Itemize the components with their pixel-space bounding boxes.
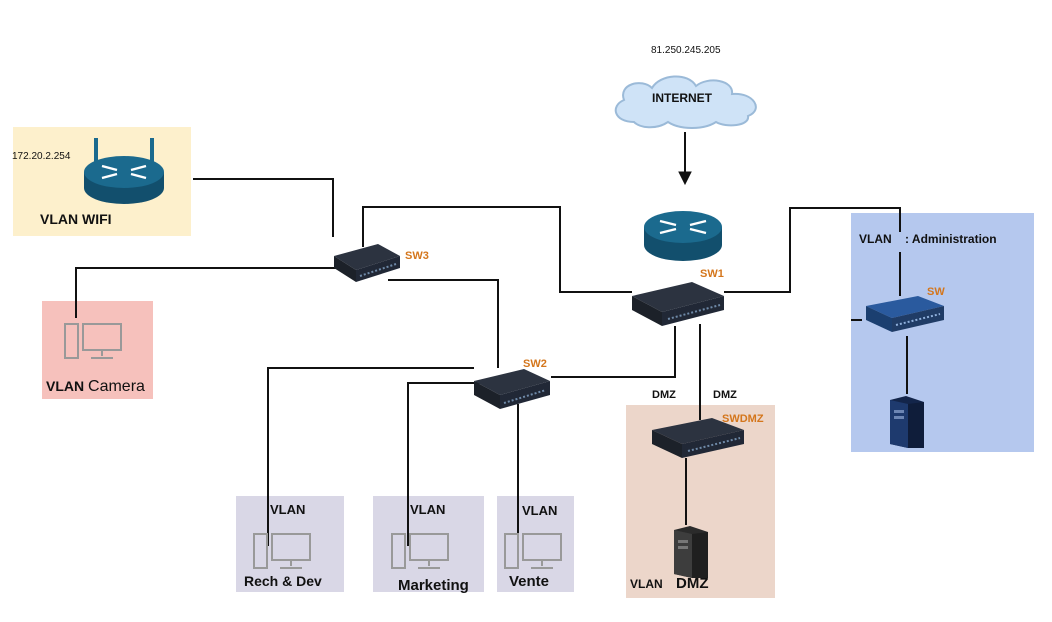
internet-cloud-icon (614, 75, 757, 129)
camera-vlan-label: VLAN Camera (46, 378, 145, 395)
sw1-label: SW1 (700, 268, 724, 280)
rech-dev-name: Rech & Dev (244, 573, 322, 589)
sw-admin-label: SW (927, 286, 945, 298)
link-sw1-admin (724, 207, 901, 293)
computer-marketing-icon (391, 533, 449, 569)
link-sw3-sw1 (362, 206, 632, 293)
internet-label: INTERNET (652, 91, 712, 105)
sw3-label: SW3 (405, 250, 429, 262)
vente-vlan-label: VLAN (522, 503, 558, 518)
dmz-link-label-right: DMZ (713, 389, 737, 401)
wifi-router-icon (84, 138, 164, 204)
swdmz-label: SWDMZ (722, 413, 764, 425)
switch-sw2-icon (474, 369, 550, 409)
link-sw3-sw2 (388, 279, 499, 368)
switch-sw3-icon (334, 244, 400, 282)
switch-swdmz-icon (652, 418, 744, 458)
marketing-name: Marketing (398, 577, 469, 594)
link-sw2-sw1 (551, 326, 676, 378)
vlan-wifi-label: VLAN WIFI (40, 211, 112, 227)
switch-admin-icon (866, 296, 944, 332)
dmz-link-label-left: DMZ (652, 389, 676, 401)
admin-vlan-label: VLAN : Administration (859, 232, 997, 246)
computer-vente-icon (504, 533, 562, 569)
server-admin-icon (890, 396, 924, 448)
server-dmz-icon (674, 526, 708, 578)
link-sw3-camera (75, 267, 336, 318)
wifi-router-ip: 172.20.2.254 (12, 151, 71, 162)
computer-rech-dev-icon (253, 533, 311, 569)
zone-vlan-administration (851, 213, 1034, 452)
marketing-vlan-label: VLAN (410, 502, 446, 517)
switch-sw1-icon (632, 282, 724, 326)
link-sw2-rechdev (267, 367, 474, 546)
rech-dev-vlan-label: VLAN (270, 502, 306, 517)
arrow-head (678, 171, 692, 186)
sw2-label: SW2 (523, 358, 547, 370)
vente-name: Vente (509, 573, 550, 590)
link-wifi-sw3 (193, 178, 334, 237)
computer-camera-icon (64, 323, 122, 359)
internet-ip: 81.250.245.205 (651, 45, 721, 56)
link-sw2-marketing (407, 382, 480, 546)
router-icon (644, 211, 722, 261)
dmz-vlan-label: VLAN DMZ (630, 575, 709, 592)
